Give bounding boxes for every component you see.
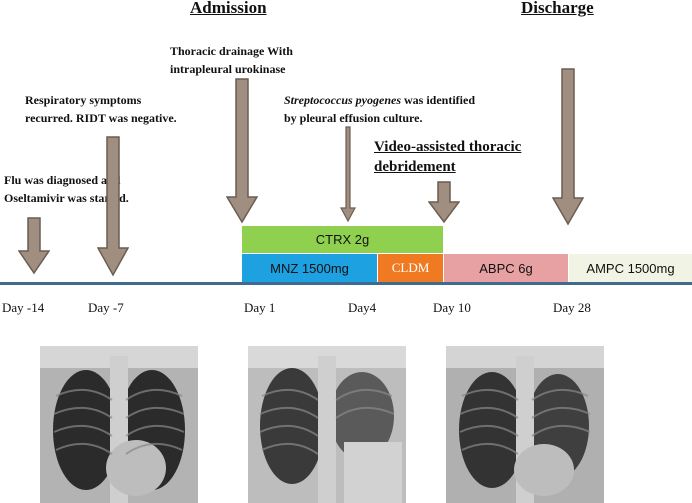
respiratory-note: Respiratory symptoms recurred. RIDT was … — [25, 93, 177, 125]
arrow-day-m14 — [18, 217, 50, 275]
day-label-m14: Day -14 — [2, 300, 45, 315]
arrow-day-4 — [339, 126, 357, 223]
admission-heading: Admission — [190, 0, 267, 17]
chest-xray-2 — [248, 346, 406, 503]
day-label-10: Day 10 — [433, 300, 471, 315]
ampc-bar: AMPC 1500mg — [569, 254, 692, 282]
day-label-m7: Day -7 — [88, 300, 124, 315]
abpc-bar: ABPC 6g — [444, 254, 568, 282]
chest-xray-1 — [40, 346, 198, 503]
arrow-day-m7 — [97, 136, 129, 277]
arrow-day-10 — [428, 181, 460, 224]
chest-xray-3 — [446, 346, 604, 503]
flu-note: Flu was diagnosed and Oseltamivir was st… — [4, 173, 129, 205]
day-label-1: Day 1 — [244, 300, 276, 315]
cldm-bar: CLDM — [378, 254, 443, 282]
day-label-28: Day 28 — [553, 300, 591, 315]
vats-note: Video-assisted thoracic debridement — [374, 139, 522, 175]
arrow-day-1 — [226, 78, 258, 224]
culture-note: Streptococcus pyogenes was identified by… — [284, 93, 475, 125]
arrow-day-28 — [552, 68, 584, 226]
mnz-bar: MNZ 1500mg — [242, 254, 377, 282]
day-label-4: Day4 — [348, 300, 377, 315]
discharge-heading: Discharge — [521, 0, 594, 17]
timeline-axis — [0, 282, 692, 285]
ctrx-bar: CTRX 2g — [242, 226, 443, 253]
drainage-note: Thoracic drainage With intrapleural urok… — [170, 44, 293, 76]
